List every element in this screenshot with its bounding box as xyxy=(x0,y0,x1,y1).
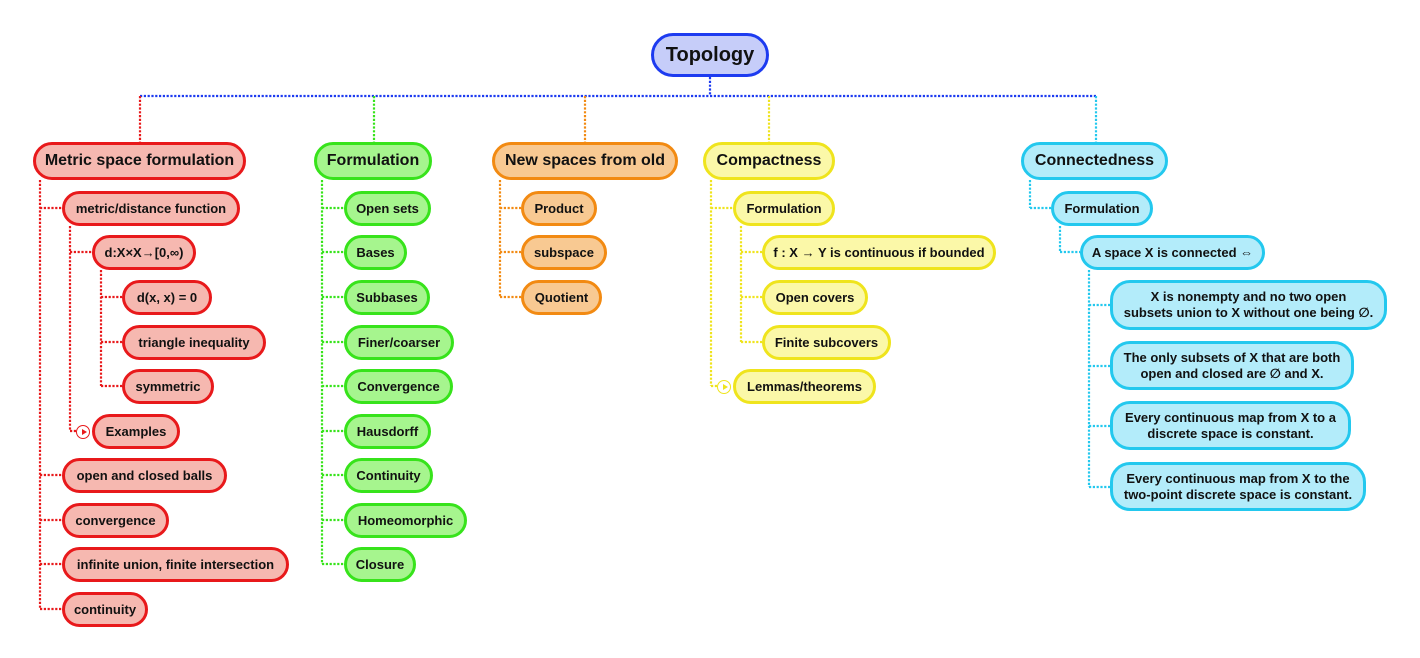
open-sets-label: Open sets xyxy=(356,200,419,216)
compactness-topic[interactable]: Compactness xyxy=(703,142,835,180)
finer-coarser-node[interactable]: Finer/coarser xyxy=(344,325,454,360)
examples-node[interactable]: Examples xyxy=(92,414,180,449)
connected-statement-label: A space X is connected ⇔ xyxy=(1091,244,1254,260)
open-closed-balls-label: open and closed balls xyxy=(76,467,213,483)
open-closed-balls-node[interactable]: open and closed balls xyxy=(62,458,227,493)
formulation-topic[interactable]: Formulation xyxy=(314,142,432,180)
metric-distance-label: metric/distance function xyxy=(75,200,227,216)
distance-definition-label: d:X×X→[0,∞) xyxy=(104,244,184,260)
new-spaces-label: New spaces from old xyxy=(504,152,666,169)
condition-line: two-point discrete space is constant. xyxy=(1123,486,1353,502)
hausdorff-label: Hausdorff xyxy=(356,423,419,439)
connectedness-label: Connectedness xyxy=(1034,152,1155,169)
condition-line: subsets union to X without one being ∅. xyxy=(1123,305,1374,320)
homeomorphic-label: Homeomorphic xyxy=(357,512,454,528)
product-node[interactable]: Product xyxy=(521,191,597,226)
finer-coarser-label: Finer/coarser xyxy=(357,334,441,350)
union-intersection-node[interactable]: infinite union, finite intersection xyxy=(62,547,289,582)
axiom-identity-label: d(x, x) = 0 xyxy=(136,289,198,305)
axiom-triangle-node[interactable]: triangle inequality xyxy=(122,325,266,360)
finite-subcovers-label: Finite subcovers xyxy=(774,334,879,350)
subbases-node[interactable]: Subbases xyxy=(344,280,430,315)
metric-continuity-label: continuity xyxy=(73,601,137,617)
metric-convergence-label: convergence xyxy=(75,512,156,528)
axiom-symmetric-label: symmetric xyxy=(135,378,201,394)
open-sets-node[interactable]: Open sets xyxy=(344,191,431,226)
bases-label: Bases xyxy=(356,244,395,260)
axiom-triangle-label: triangle inequality xyxy=(138,334,250,350)
continuous-bounded-label: f : X → Y is continuous if bounded xyxy=(773,244,985,260)
metric-distance-node[interactable]: metric/distance function xyxy=(62,191,240,226)
compactness-label: Compactness xyxy=(716,152,822,169)
root-topic-label: Topology xyxy=(665,44,755,66)
root-topic[interactable]: Topology xyxy=(651,33,769,77)
quotient-node[interactable]: Quotient xyxy=(521,280,602,315)
condition-line: discrete space is constant. xyxy=(1147,425,1314,441)
quotient-label: Quotient xyxy=(534,289,589,305)
compactness-formulation-label: Formulation xyxy=(746,200,822,216)
connectedness-formulation-label: Formulation xyxy=(1064,200,1140,216)
closure-node[interactable]: Closure xyxy=(344,547,416,582)
subspace-node[interactable]: subspace xyxy=(521,235,607,270)
condition-line: X is nonempty and no two open xyxy=(1150,289,1347,304)
axiom-identity-node[interactable]: d(x, x) = 0 xyxy=(122,280,212,315)
condition-line: Every continuous map from X to a xyxy=(1125,409,1336,425)
closure-label: Closure xyxy=(355,556,405,572)
finite-subcovers-node[interactable]: Finite subcovers xyxy=(762,325,891,360)
hausdorff-node[interactable]: Hausdorff xyxy=(344,414,431,449)
subspace-label: subspace xyxy=(534,244,594,260)
examples-label: Examples xyxy=(105,423,167,439)
continuity-node[interactable]: Continuity xyxy=(344,458,433,493)
lemmas-theorems-label: Lemmas/theorems xyxy=(747,378,862,394)
metric-convergence-node[interactable]: convergence xyxy=(62,503,169,538)
convergence-label: Convergence xyxy=(357,378,440,394)
product-label: Product xyxy=(534,200,584,216)
union-intersection-label: infinite union, finite intersection xyxy=(76,556,275,572)
metric-space-topic[interactable]: Metric space formulation xyxy=(33,142,246,180)
condition-line: Every continuous map from X to the xyxy=(1126,470,1350,486)
convergence-node[interactable]: Convergence xyxy=(344,369,453,404)
collapsed-indicator-icon[interactable] xyxy=(717,380,731,394)
compactness-formulation-node[interactable]: Formulation xyxy=(733,191,835,226)
new-spaces-topic[interactable]: New spaces from old xyxy=(492,142,678,180)
metric-space-label: Metric space formulation xyxy=(44,152,235,169)
connected-statement-node[interactable]: A space X is connected ⇔ xyxy=(1080,235,1265,270)
formulation-label: Formulation xyxy=(326,152,420,169)
condition-line: The only subsets of X that are both xyxy=(1123,349,1341,365)
metric-continuity-node[interactable]: continuity xyxy=(62,592,148,627)
bases-node[interactable]: Bases xyxy=(344,235,407,270)
subbases-label: Subbases xyxy=(356,289,418,305)
distance-definition-node[interactable]: d:X×X→[0,∞) xyxy=(92,235,196,270)
continuity-label: Continuity xyxy=(356,467,421,483)
collapsed-indicator-icon[interactable] xyxy=(76,425,90,439)
condition-line: open and closed are ∅ and X. xyxy=(1140,365,1324,381)
open-covers-node[interactable]: Open covers xyxy=(762,280,868,315)
open-covers-label: Open covers xyxy=(775,289,855,305)
axiom-symmetric-node[interactable]: symmetric xyxy=(122,369,214,404)
continuous-bounded-node[interactable]: f : X → Y is continuous if bounded xyxy=(762,235,996,270)
homeomorphic-node[interactable]: Homeomorphic xyxy=(344,503,467,538)
connectedness-topic[interactable]: Connectedness xyxy=(1021,142,1168,180)
lemmas-theorems-node[interactable]: Lemmas/theorems xyxy=(733,369,876,404)
connectedness-formulation-node[interactable]: Formulation xyxy=(1051,191,1153,226)
